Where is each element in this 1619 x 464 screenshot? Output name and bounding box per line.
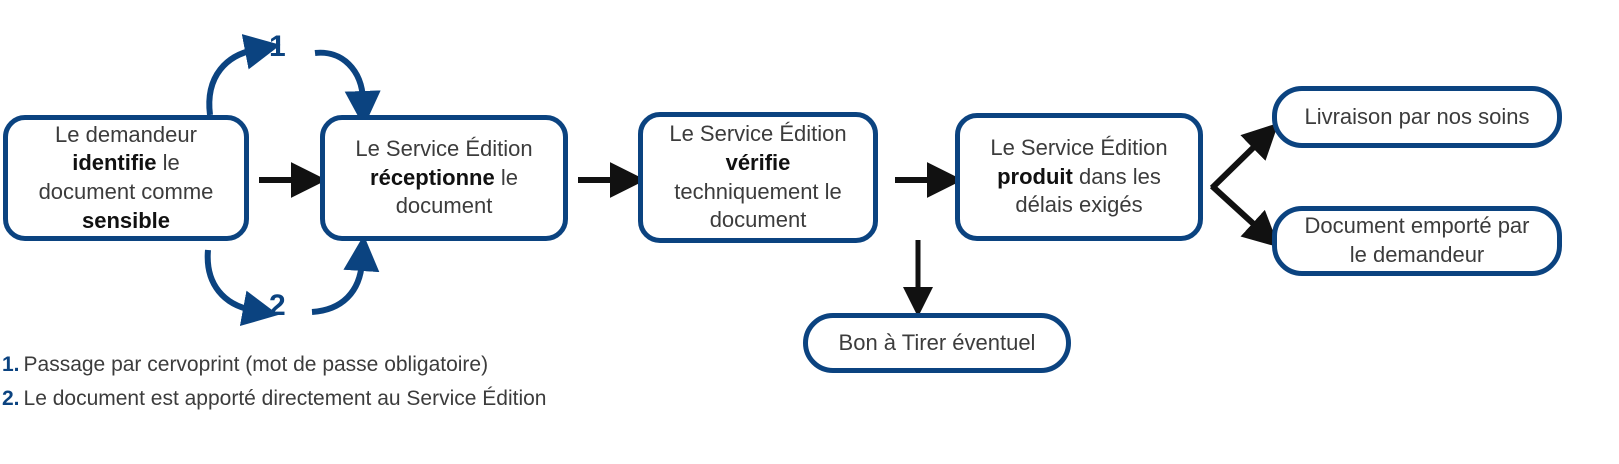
arrow-box4-to-livraison — [1209, 122, 1279, 191]
footnote-2-text: Le document est apporté directement au S… — [23, 387, 547, 411]
footnote-1-number: 1. — [2, 353, 20, 376]
footnote-2-number: 2. — [2, 387, 20, 411]
curved-arrow-path2-left — [204, 249, 279, 327]
node-livraison-par-nos-soins[interactable]: Livraison par nos soins — [1272, 86, 1562, 148]
footnote-1-text: Passage par cervoprint (mot de passe obl… — [23, 353, 489, 376]
footnote-1: 1.Passage par cervoprint (mot de passe o… — [2, 348, 902, 382]
arrow-box4-to-document-emporte — [1209, 183, 1280, 248]
curved-arrow-path1-left — [206, 34, 281, 116]
curved-arrow-path1-right — [314, 49, 381, 127]
footnotes: 1.Passage par cervoprint (mot de passe o… — [2, 348, 902, 416]
curved-arrow-path2-right — [311, 235, 380, 315]
path-label-1: 1 — [269, 30, 286, 63]
path-label-2: 2 — [269, 289, 286, 322]
footnote-2: 2.Le document est apporté directement au… — [2, 382, 902, 416]
node-bon-a-tirer[interactable]: Bon à Tirer éventuel — [803, 313, 1071, 373]
node-bon-a-tirer-label: Bon à Tirer éventuel — [838, 329, 1036, 355]
node-livraison-par-nos-soins-label: Livraison par nos soins — [1304, 103, 1530, 129]
